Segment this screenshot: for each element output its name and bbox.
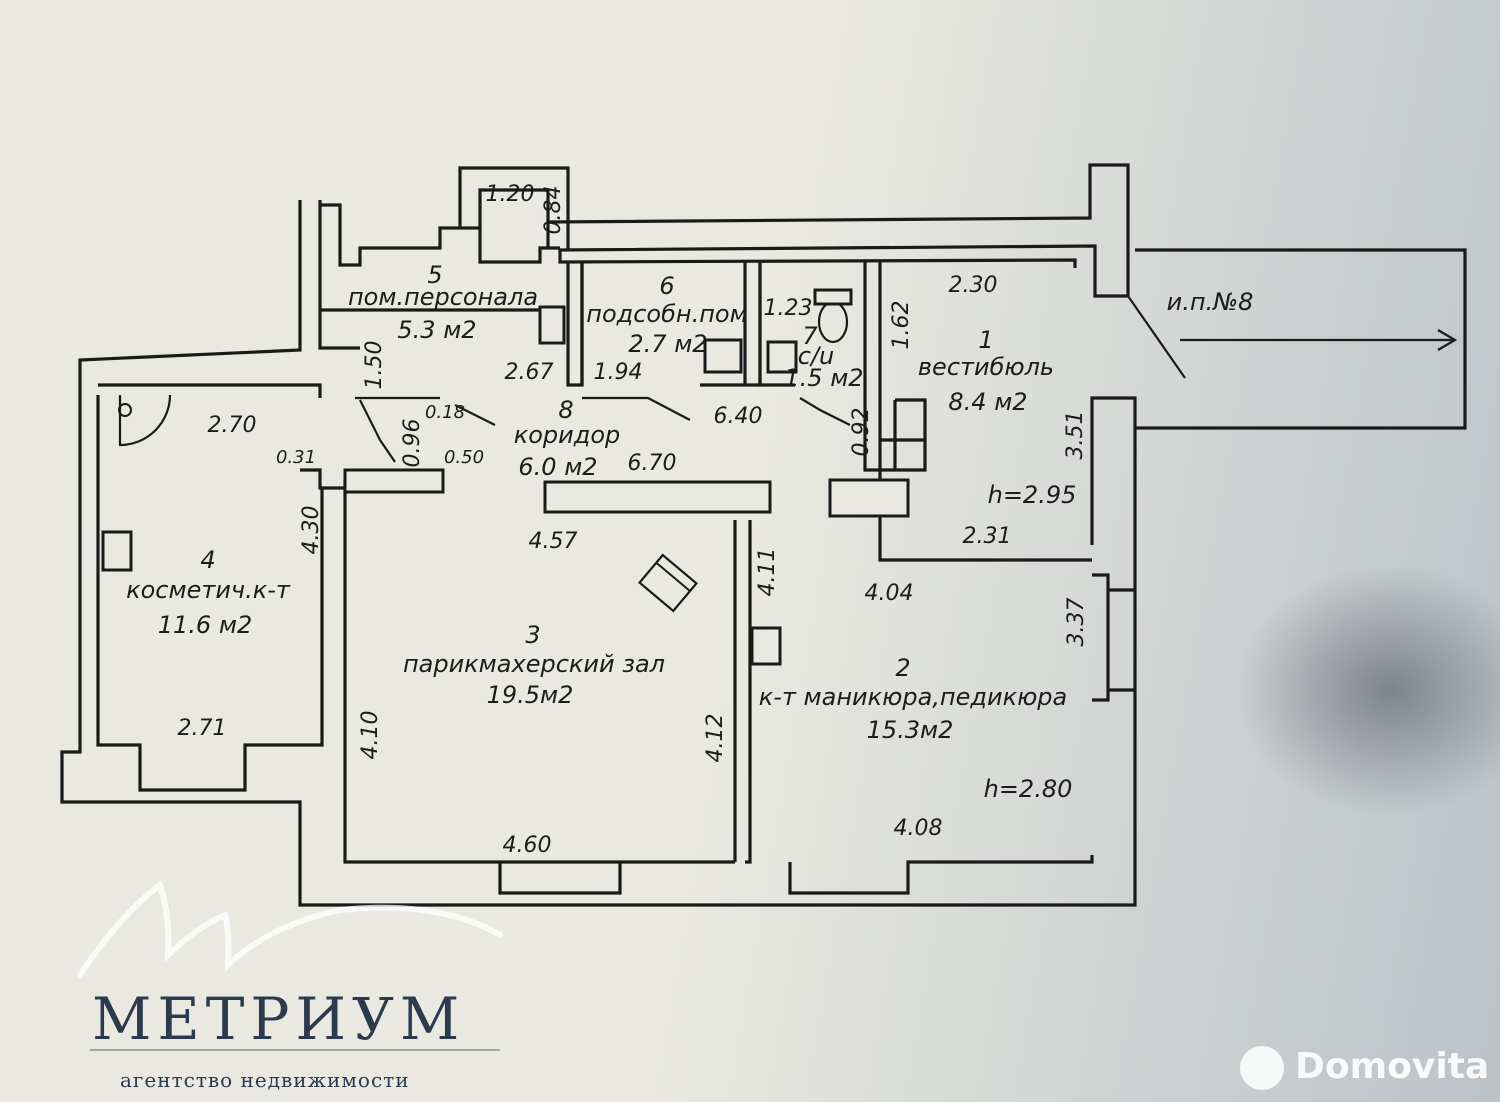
room-number: 4	[200, 546, 215, 574]
dimension-label: 0.84	[541, 186, 566, 235]
dimension-labels: 1.20 0.84 2.30 1.62 1.23 2.67 1.94 6.40 …	[178, 182, 1089, 858]
room-number: 7	[802, 322, 818, 350]
stair-arrow	[1180, 329, 1458, 351]
dimension-label: 4.08	[894, 816, 943, 841]
room4-door-arc	[118, 394, 172, 447]
room-area: 15.3м2	[867, 716, 954, 744]
dimension-label: 2.31	[963, 524, 1012, 549]
room-number: 6	[659, 272, 674, 300]
room6-fixture	[703, 338, 743, 374]
room5-fixture	[538, 305, 566, 345]
room-area: 19.5м2	[487, 681, 574, 709]
top-niche	[458, 166, 570, 250]
dimension-label: 0.96	[400, 419, 425, 468]
dimension-label: 1.23	[764, 296, 813, 321]
room2-fixture	[750, 626, 782, 666]
room4-door-knob	[118, 403, 132, 417]
room-number: 8	[558, 396, 573, 424]
room3-beam	[543, 480, 772, 514]
domovita-text: Domovita	[1295, 1046, 1490, 1087]
ceiling-height: h=2.80	[984, 775, 1073, 803]
dimension-label: 4.11	[755, 548, 780, 597]
room-name: с/u	[798, 342, 835, 370]
room4-fixture	[101, 530, 133, 572]
dimension-label: 1.94	[594, 360, 643, 385]
room-area: 1.5 м2	[784, 364, 863, 392]
dimension-label: 4.30	[299, 506, 324, 555]
room3-partition	[343, 468, 445, 494]
room-name: косметич.к-т	[126, 576, 291, 604]
outer-wall	[60, 200, 1137, 907]
room-area: 2.7 м2	[628, 330, 707, 358]
room-name: подсобн.пом	[586, 300, 747, 328]
dimension-label: 1.20	[486, 182, 535, 207]
dimension-label: 0.50	[444, 447, 484, 468]
dimension-label: 4.57	[529, 529, 578, 554]
bottom-windows	[343, 480, 1094, 895]
agency-logo	[77, 880, 503, 1051]
toilet-tank	[813, 288, 853, 306]
outer-wall-inner	[96, 200, 360, 792]
room-number: 3	[525, 621, 540, 649]
dimension-label: 0.18	[425, 402, 465, 423]
room-name: пом.персонала	[348, 283, 538, 311]
room-name: коридор	[514, 421, 621, 449]
dimension-label: 4.10	[358, 711, 383, 760]
domovita-watermark: Domovita	[1240, 1040, 1490, 1096]
dimension-label: 1.50	[362, 341, 387, 390]
top-corridor-wall	[547, 163, 1130, 298]
dimension-label: 3.51	[1063, 411, 1088, 460]
sink-icon	[766, 340, 798, 374]
room-name: вестибюль	[918, 353, 1054, 381]
dimension-label: 2.70	[208, 413, 257, 438]
room2-partition	[828, 478, 910, 518]
dimension-label: 1.62	[889, 301, 914, 350]
corridor-lines	[355, 396, 851, 463]
dimension-label: 2.30	[949, 273, 998, 298]
ceiling-height: h=2.95	[988, 481, 1077, 509]
room-name: парикмахерский зал	[403, 650, 665, 678]
dimension-label: 0.92	[849, 408, 874, 457]
room2-3-partition	[733, 520, 752, 864]
room-number: 5	[427, 261, 442, 289]
dimension-label: 2.71	[178, 716, 227, 741]
room4-wall	[98, 383, 345, 490]
room-number: 1	[978, 326, 993, 354]
domovita-logo-icon	[1240, 1046, 1284, 1090]
agency-name: МЕТРИУМ	[92, 985, 466, 1053]
dimension-label: 6.70	[628, 451, 677, 476]
stair-label: и.п.№8	[1167, 288, 1254, 316]
room-area: 8.4 м2	[948, 388, 1027, 416]
room-labels: 5 пом.персонала 5.3 м2 6 подсобн.пом 2.7…	[126, 261, 1253, 803]
room-name: к-т маникюра,педикюра	[759, 683, 1067, 711]
dimension-label: 2.67	[505, 360, 554, 385]
room2-window	[1092, 573, 1135, 702]
room-number: 2	[895, 654, 910, 682]
toilet-icon	[817, 300, 849, 344]
room7-wall	[758, 262, 882, 472]
dimension-label: 4.04	[865, 581, 914, 606]
top-left-wall	[320, 203, 560, 267]
room-area: 6.0 м2	[518, 453, 597, 481]
dimension-label: 0.31	[276, 447, 316, 468]
room-area: 5.3 м2	[397, 316, 476, 344]
vestibule-wall	[878, 398, 1092, 562]
dimension-label: 4.60	[503, 833, 552, 858]
agency-subtitle: агентство недвижимости	[120, 1068, 410, 1092]
room3-chair-icon	[638, 553, 698, 613]
dimension-label: 3.37	[1064, 598, 1089, 647]
stair-door-line	[1127, 295, 1186, 379]
dimension-label: 4.12	[703, 714, 728, 763]
walls	[60, 163, 1467, 907]
room-area: 11.6 м2	[158, 611, 252, 639]
dimension-label: 6.40	[714, 404, 763, 429]
stair-outline	[1135, 248, 1467, 430]
